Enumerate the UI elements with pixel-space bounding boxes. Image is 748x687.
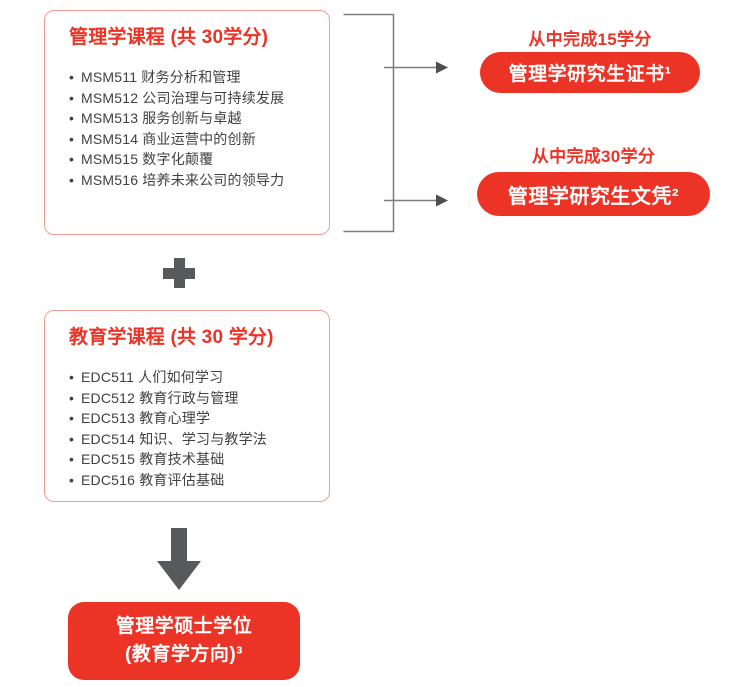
outcome-2-condition: 从中完成30学分 [531, 147, 656, 166]
course-item-edc513: EDC513 教育心理学 [69, 408, 307, 429]
award-line2: (教育学方向)³ [125, 644, 243, 665]
course-item-edc512: EDC512 教育行政与管理 [69, 388, 307, 409]
education-course-list: EDC511 人们如何学习 EDC512 教育行政与管理 EDC513 教育心理… [69, 367, 307, 490]
down-arrow-head [157, 561, 201, 590]
course-item-msm516: MSM516 培养未来公司的领导力 [69, 170, 307, 191]
course-item-msm512: MSM512 公司治理与可持续发展 [69, 88, 307, 109]
course-item-msm511: MSM511 财务分析和管理 [69, 67, 307, 88]
outcome-1-credential-pill: 管理学研究生证书¹ [480, 52, 700, 93]
course-item-edc514: EDC514 知识、学习与教学法 [69, 429, 307, 450]
arrowhead-top-icon [436, 61, 448, 74]
course-item-msm514: MSM514 商业运营中的创新 [69, 129, 307, 150]
arrowhead-bottom-icon [436, 194, 448, 207]
final-award-box: 管理学硕士学位 (教育学方向)³ [68, 602, 300, 680]
award-line1: 管理学硕士学位 [115, 616, 253, 637]
bracket-connector [343, 13, 448, 233]
outcome-2-credential-pill: 管理学研究生文凭² [477, 172, 710, 216]
course-item-edc511: EDC511 人们如何学习 [69, 367, 307, 388]
course-item-msm515: MSM515 数字化颠覆 [69, 149, 307, 170]
education-course-box: 教育学课程 (共 30 学分) EDC511 人们如何学习 EDC512 教育行… [44, 310, 330, 502]
management-course-list: MSM511 财务分析和管理 MSM512 公司治理与可持续发展 MSM513 … [69, 67, 307, 190]
course-item-edc516: EDC516 教育评估基础 [69, 470, 307, 491]
down-arrow-icon [157, 528, 201, 590]
plus-icon [163, 258, 195, 288]
outcome-1-condition: 从中完成15学分 [528, 30, 652, 49]
plus-vertical-bar [173, 258, 185, 288]
management-course-box: 管理学课程 (共 30学分) MSM511 财务分析和管理 MSM512 公司治… [44, 10, 330, 235]
management-box-title: 管理学课程 (共 30学分) [69, 27, 269, 48]
course-item-msm513: MSM513 服务创新与卓越 [69, 108, 307, 129]
course-item-edc515: EDC515 教育技术基础 [69, 449, 307, 470]
down-arrow-shaft [171, 528, 187, 563]
education-box-title: 教育学课程 (共 30 学分) [69, 327, 274, 348]
bracket-line [343, 13, 395, 233]
